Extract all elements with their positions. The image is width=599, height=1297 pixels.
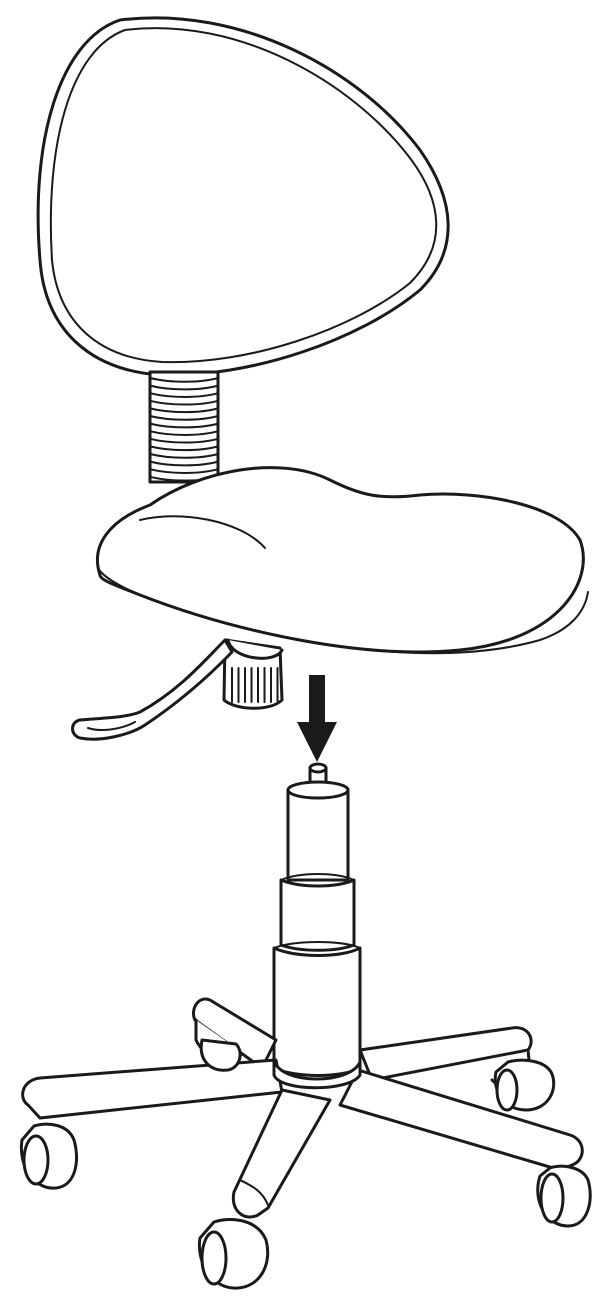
arrow-down-icon — [297, 675, 337, 762]
height-lever — [73, 640, 233, 739]
caster-right — [538, 1166, 590, 1226]
back-spring — [150, 372, 218, 482]
backrest — [38, 18, 448, 375]
caster-left — [21, 1124, 76, 1188]
seat — [97, 468, 588, 654]
caster-back-right — [495, 1060, 553, 1110]
caster-back-left — [201, 1040, 240, 1070]
gas-cylinder — [274, 764, 360, 1076]
caster-front — [199, 1219, 267, 1288]
